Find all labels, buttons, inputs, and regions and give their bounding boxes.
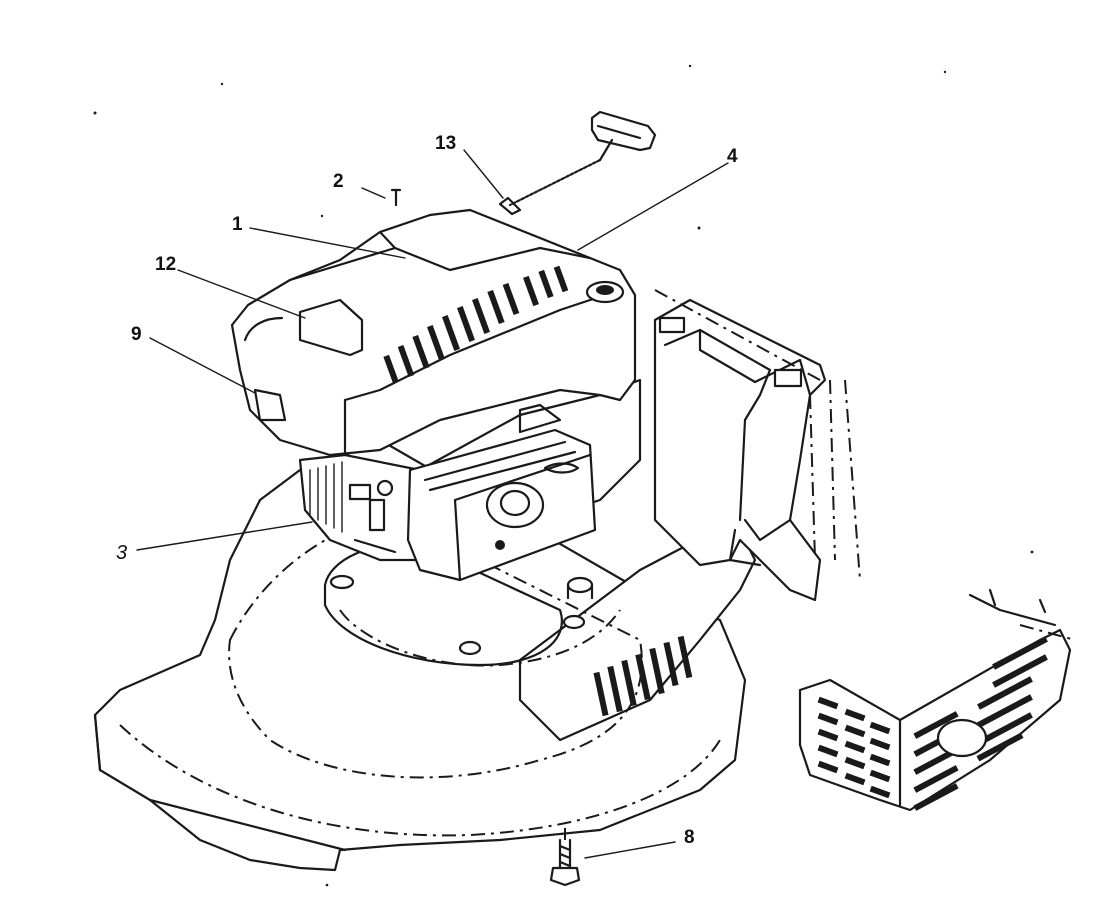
starter-handle <box>498 110 657 216</box>
callout-12: 12 <box>155 254 176 275</box>
callout-9: 9 <box>131 324 142 345</box>
callout-8: 8 <box>684 827 695 848</box>
callout-13: 13 <box>435 133 456 154</box>
leader-lines <box>136 149 729 859</box>
callout-4: 4 <box>727 146 738 167</box>
callout-1: 1 <box>232 214 243 235</box>
mower-deck <box>93 438 757 872</box>
callout-3: 3 <box>116 542 127 564</box>
bolt-part-8 <box>549 828 581 887</box>
screw-part-2 <box>390 188 402 207</box>
engine-shroud <box>230 208 637 457</box>
muffler <box>406 403 597 582</box>
callout-2: 2 <box>333 171 344 192</box>
rear-grille-guard <box>798 588 1076 812</box>
scan-specks <box>93 64 1034 887</box>
handle-bracket <box>653 289 861 602</box>
